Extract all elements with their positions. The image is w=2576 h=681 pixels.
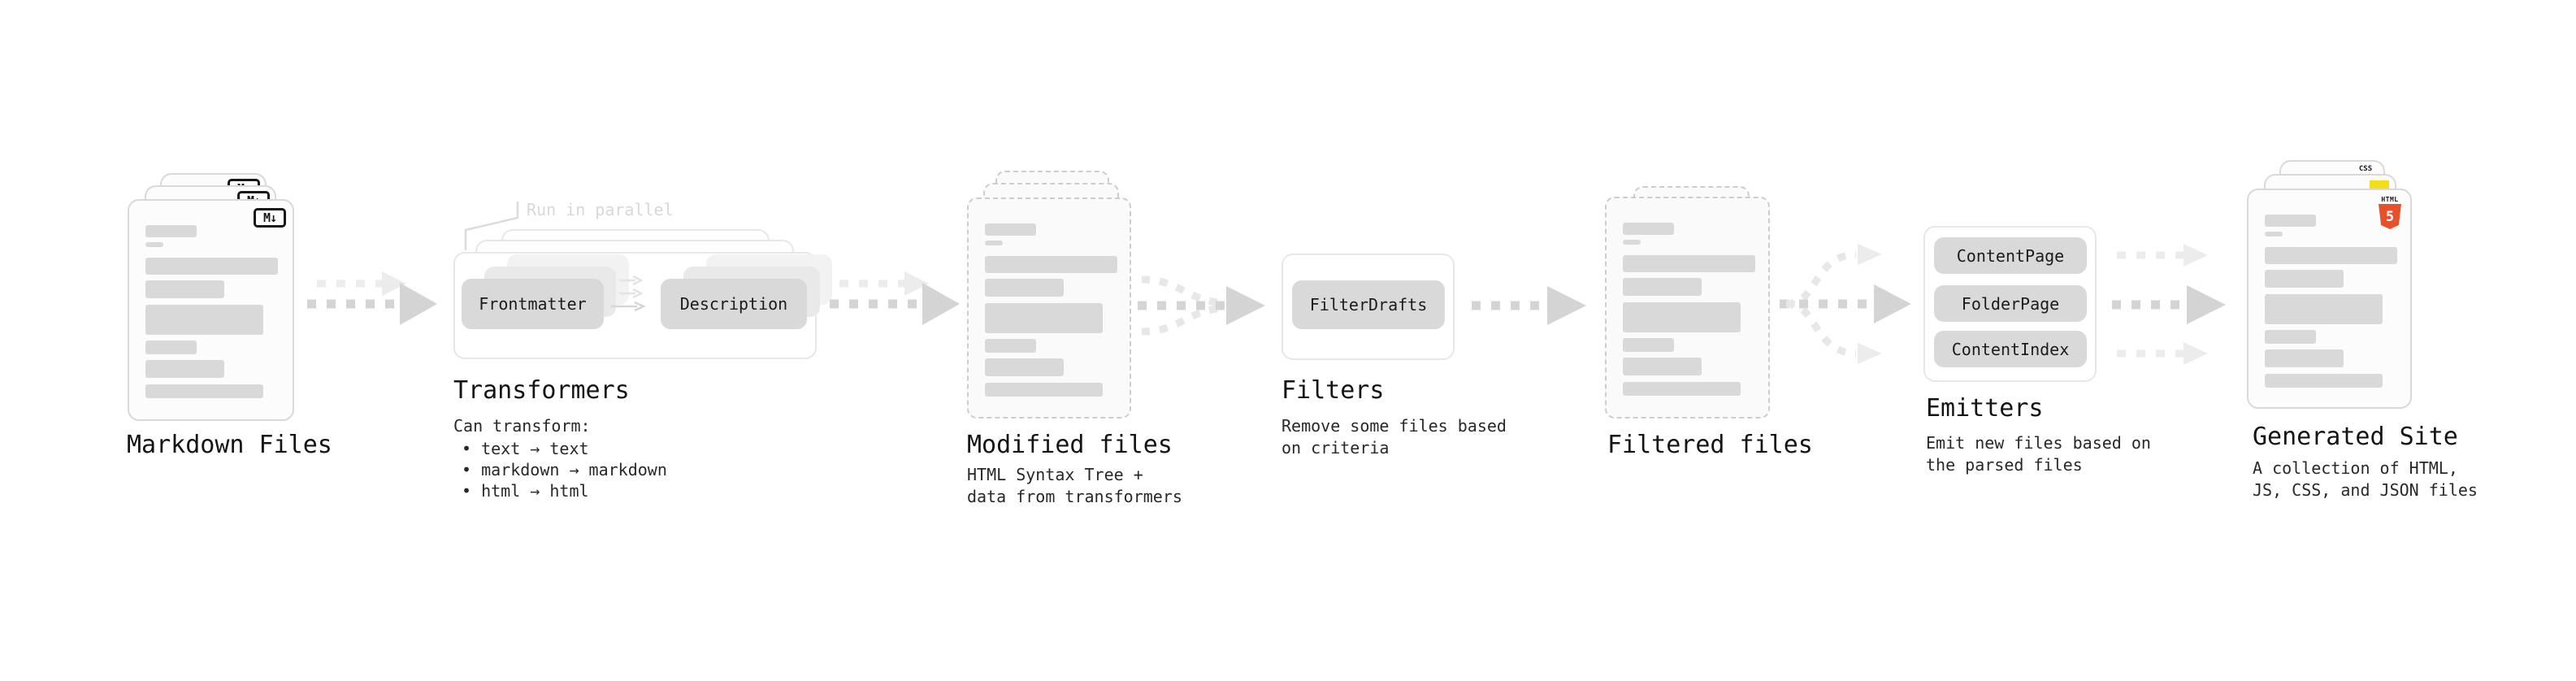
frontmatter-pill: Frontmatter	[462, 279, 604, 329]
file-content-skeleton	[2249, 190, 2410, 407]
run-in-parallel-annotation: Run in parallel	[527, 200, 674, 219]
parallel-arrows-icon	[611, 275, 647, 312]
flow-arrow-filters-to-filtered	[1472, 286, 1586, 325]
can-transform-list: • text → text • markdown → markdown • ht…	[462, 438, 667, 501]
filtered-files-label: Filtered files	[1607, 431, 1813, 459]
flow-arrow-transformers-to-modified	[830, 271, 960, 325]
generated-site-label: Generated Site	[2253, 423, 2458, 451]
modified-files-label: Modified files	[967, 431, 1173, 459]
flow-arrow-emitters-to-generated	[2112, 244, 2226, 365]
contentpage-pill: ContentPage	[1934, 237, 2087, 274]
file-content-skeleton	[969, 199, 1130, 417]
modified-files-sublabel: HTML Syntax Tree + data from transformer…	[967, 465, 1182, 506]
filtered-file-card-front	[1605, 197, 1770, 419]
flow-arrow-fanout-filtered-to-emitters	[1780, 244, 1911, 364]
description-pill: Description	[661, 279, 807, 329]
can-transform-title: Can transform:	[453, 416, 591, 436]
transform-bullet: • markdown → markdown	[462, 460, 667, 479]
modified-file-card-front	[967, 197, 1131, 419]
filterdrafts-pill: FilterDrafts	[1292, 280, 1445, 329]
emitters-sublabel: Emit new files based on the parsed files	[1926, 433, 2151, 475]
markdown-file-card-front: M↓	[128, 199, 294, 421]
html-file-card-front: HTML 5	[2247, 189, 2412, 409]
transformers-label: Transformers	[453, 376, 630, 405]
file-content-skeleton	[1607, 198, 1768, 417]
flow-arrow-markdown-to-transformers	[307, 271, 437, 325]
folderpage-pill: FolderPage	[1934, 285, 2087, 322]
markdown-files-label: Markdown Files	[127, 431, 332, 459]
filters-label: Filters	[1281, 376, 1385, 405]
markdown-icon: M↓	[254, 208, 286, 228]
emitters-label: Emitters	[1926, 394, 2044, 423]
transform-bullet: • html → html	[462, 481, 589, 501]
filters-sublabel: Remove some files based on criteria	[1281, 416, 1507, 458]
file-content-skeleton	[129, 201, 293, 419]
html5-shield-icon: HTML 5	[2378, 196, 2402, 229]
annotation-leader-line	[464, 202, 519, 250]
contentindex-pill: ContentIndex	[1934, 331, 2087, 367]
generated-site-sublabel: A collection of HTML, JS, CSS, and JSON …	[2253, 458, 2478, 500]
transform-bullet: • text → text	[462, 439, 589, 458]
flow-arrow-merge-modified-to-filters	[1138, 275, 1265, 336]
javascript-icon	[2370, 180, 2389, 191]
